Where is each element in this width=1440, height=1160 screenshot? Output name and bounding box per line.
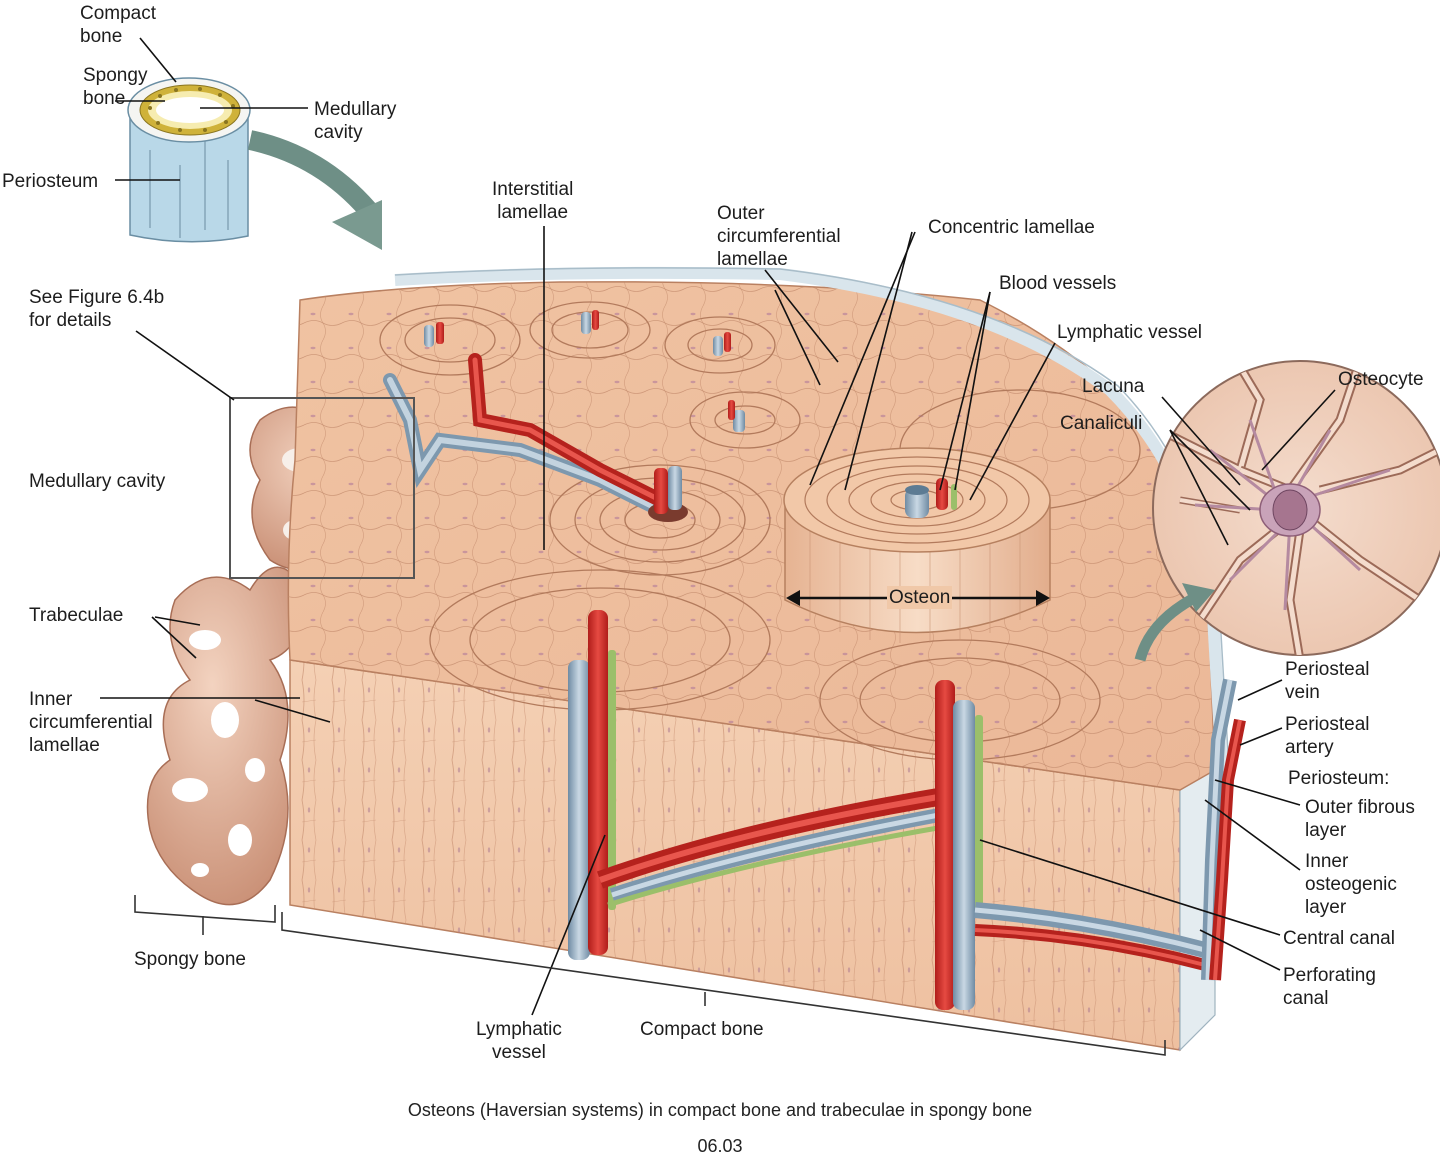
label-concentric-lamellae: Concentric lamellae	[928, 217, 1095, 238]
label-compact-bone-bottom: Compact bone	[640, 1019, 764, 1040]
osteon-cylinder	[783, 447, 1051, 643]
front-face-vessels	[568, 610, 1246, 1010]
top-surface-vessels	[383, 353, 688, 522]
bottom-brackets	[134, 895, 1166, 1056]
detail-box	[229, 397, 415, 579]
label-periosteum-top: Periosteum	[2, 171, 99, 192]
label-medullary-cavity: Medullary cavity	[29, 471, 166, 492]
leader-lines	[100, 37, 1336, 1016]
label-blood-vessels: Blood vessels	[999, 273, 1117, 294]
label-osteocyte: Osteocyte	[1338, 369, 1424, 390]
label-lymphatic-vessel-top: Lymphatic vessel	[1057, 322, 1203, 343]
long-bone-inset	[127, 77, 382, 250]
label-canaliculi: Canaliculi	[1060, 413, 1143, 434]
label-lacuna: Lacuna	[1082, 376, 1145, 397]
label-central-canal: Central canal	[1283, 928, 1395, 949]
label-spongy-bone-bottom: Spongy bone	[134, 949, 246, 970]
surface-vessel-stubs	[424, 310, 745, 432]
figure-number: 06.03	[697, 1136, 743, 1156]
figure-caption: Osteons (Haversian systems) in compact b…	[407, 1100, 1033, 1120]
label-periosteum-heading: Periosteum:	[1288, 768, 1390, 789]
osteocyte-magnified-view	[1134, 360, 1440, 662]
label-osteon: Osteon	[887, 586, 953, 609]
label-trabeculae: Trabeculae	[29, 605, 124, 626]
